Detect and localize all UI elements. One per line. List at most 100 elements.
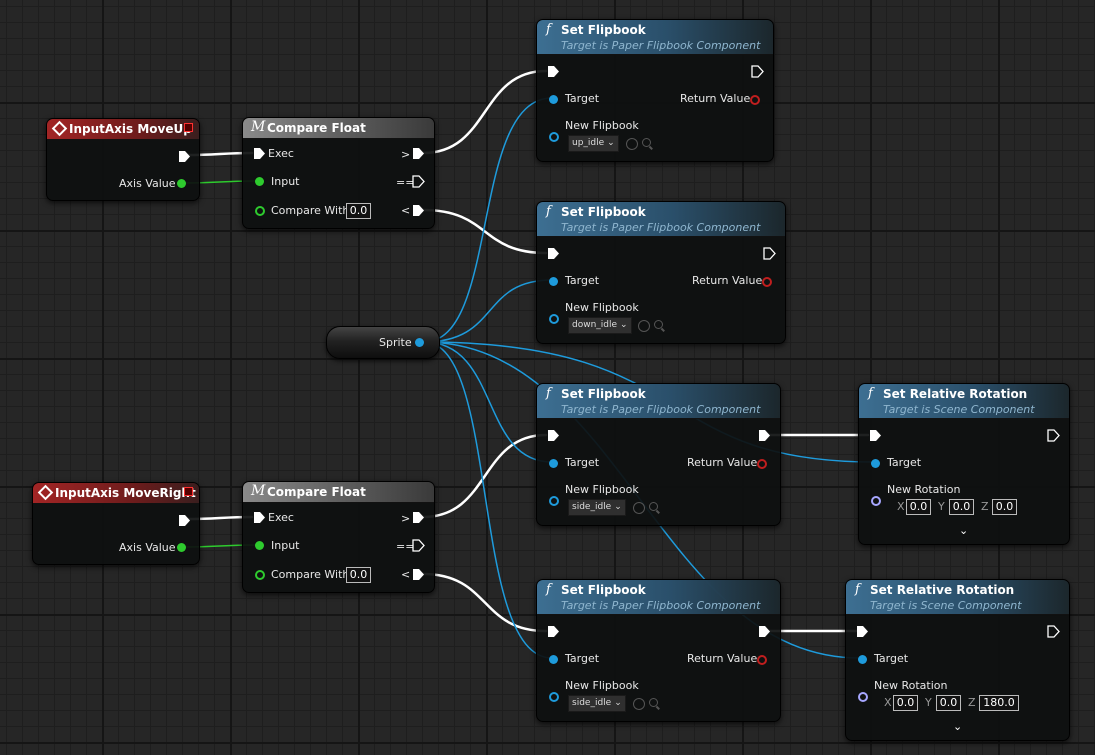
set-flipbook-node-2[interactable]: f Set Flipbook Target is Paper Flipbook … bbox=[536, 201, 786, 344]
target-pin[interactable] bbox=[858, 655, 867, 664]
return-value-pin[interactable] bbox=[750, 95, 760, 105]
exec-in-pin[interactable] bbox=[869, 429, 882, 442]
return-value-label: Return Value bbox=[687, 652, 758, 665]
compare-with-pin[interactable] bbox=[255, 206, 265, 216]
target-pin[interactable] bbox=[549, 95, 558, 104]
exec-in-pin[interactable] bbox=[547, 625, 560, 638]
set-relative-rotation-node-1[interactable]: f Set Relative Rotation Target is Scene … bbox=[858, 383, 1070, 545]
chevron-down-icon[interactable]: ⌄ bbox=[953, 720, 963, 733]
input-label: Input bbox=[271, 175, 300, 188]
flipbook-dropdown[interactable]: down_idle⌄ bbox=[568, 317, 632, 334]
set-flipbook-node-3[interactable]: f Set Flipbook Target is Paper Flipbook … bbox=[536, 383, 781, 526]
return-value-pin[interactable] bbox=[757, 459, 767, 469]
chevron-down-icon[interactable]: ⌄ bbox=[959, 524, 969, 537]
sprite-variable-node[interactable]: Sprite bbox=[326, 326, 440, 359]
new-flipbook-pin[interactable] bbox=[549, 314, 559, 324]
browse-icon[interactable] bbox=[642, 138, 651, 147]
flipbook-dropdown[interactable]: up_idle⌄ bbox=[568, 135, 619, 152]
exec-out-pin[interactable] bbox=[751, 65, 764, 78]
new-flipbook-pin[interactable] bbox=[549, 692, 559, 702]
axis-value-pin[interactable] bbox=[177, 543, 186, 552]
object-wire bbox=[423, 279, 553, 343]
exec-out-pin[interactable] bbox=[758, 429, 771, 442]
browse-icon[interactable] bbox=[649, 502, 658, 511]
eq-exec-pin[interactable] bbox=[412, 539, 425, 552]
node-title: Set Flipbook bbox=[561, 205, 646, 219]
flipbook-dropdown[interactable]: side_idle⌄ bbox=[568, 499, 626, 516]
set-flipbook-node-4[interactable]: f Set Flipbook Target is Paper Flipbook … bbox=[536, 579, 781, 722]
rotation-z-input[interactable]: 0.0 bbox=[992, 499, 1017, 515]
macro-header: M Compare Float bbox=[243, 118, 434, 139]
function-header: f Set Flipbook Target is Paper Flipbook … bbox=[537, 20, 773, 55]
new-flipbook-pin[interactable] bbox=[549, 496, 559, 506]
new-flipbook-label: New Flipbook bbox=[565, 301, 639, 314]
gt-label: > bbox=[401, 148, 411, 161]
set-relative-rotation-node-2[interactable]: f Set Relative Rotation Target is Scene … bbox=[845, 579, 1070, 741]
function-header: f Set Flipbook Target is Paper Flipbook … bbox=[537, 580, 780, 615]
use-selected-icon[interactable] bbox=[626, 138, 638, 150]
target-pin[interactable] bbox=[549, 655, 558, 664]
function-icon: f bbox=[868, 386, 873, 401]
flipbook-value: down_idle bbox=[572, 320, 618, 330]
exec-out-pin[interactable] bbox=[758, 625, 771, 638]
node-subtitle: Target is Paper Flipbook Component bbox=[561, 599, 761, 612]
exec-out-pin[interactable] bbox=[763, 247, 776, 260]
input-pin[interactable] bbox=[255, 177, 264, 186]
exec-in-pin[interactable] bbox=[253, 511, 266, 524]
event-node-moveright[interactable]: InputAxis MoveRight Axis Value bbox=[32, 482, 200, 565]
flipbook-dropdown[interactable]: side_idle⌄ bbox=[568, 695, 626, 712]
exec-out-pin[interactable] bbox=[178, 150, 191, 163]
exec-out-pin[interactable] bbox=[178, 514, 191, 527]
new-flipbook-pin[interactable] bbox=[549, 132, 559, 142]
exec-wire bbox=[421, 572, 548, 633]
return-value-pin[interactable] bbox=[757, 655, 767, 665]
function-header: f Set Relative Rotation Target is Scene … bbox=[859, 384, 1069, 419]
function-header: f Set Relative Rotation Target is Scene … bbox=[846, 580, 1069, 615]
event-node-moveup[interactable]: InputAxis MoveUp Axis Value bbox=[46, 118, 200, 201]
event-diamond-icon bbox=[37, 484, 54, 501]
exec-in-pin[interactable] bbox=[856, 625, 869, 638]
rotation-x-input[interactable]: 0.0 bbox=[906, 499, 931, 515]
compare-with-input[interactable]: 0.0 bbox=[346, 567, 371, 583]
exec-out-pin[interactable] bbox=[1047, 625, 1060, 638]
rotation-x-input[interactable]: 0.0 bbox=[893, 695, 918, 711]
return-value-pin[interactable] bbox=[762, 277, 772, 287]
set-flipbook-node-1[interactable]: f Set Flipbook Target is Paper Flipbook … bbox=[536, 19, 774, 162]
exec-in-pin[interactable] bbox=[547, 247, 560, 260]
exec-in-pin[interactable] bbox=[253, 147, 266, 160]
use-selected-icon[interactable] bbox=[633, 698, 645, 710]
rotation-y-input[interactable]: 0.0 bbox=[949, 499, 974, 515]
target-pin[interactable] bbox=[549, 459, 558, 468]
use-selected-icon[interactable] bbox=[633, 502, 645, 514]
rotation-z-input[interactable]: 180.0 bbox=[979, 695, 1019, 711]
compare-with-input[interactable]: 0.0 bbox=[346, 203, 371, 219]
compare-float-node-right[interactable]: M Compare Float Exec > Input == Compare … bbox=[242, 481, 435, 593]
axis-value-pin[interactable] bbox=[177, 179, 186, 188]
browse-icon[interactable] bbox=[654, 320, 663, 329]
gt-exec-pin[interactable] bbox=[412, 147, 425, 160]
exec-in-pin[interactable] bbox=[547, 429, 560, 442]
rotation-y-input[interactable]: 0.0 bbox=[936, 695, 961, 711]
lt-exec-pin[interactable] bbox=[412, 568, 425, 581]
compare-with-pin[interactable] bbox=[255, 570, 265, 580]
new-rotation-pin[interactable] bbox=[858, 692, 868, 702]
axis-value-label: Axis Value bbox=[119, 541, 176, 554]
new-rotation-pin[interactable] bbox=[871, 496, 881, 506]
sprite-out-pin[interactable] bbox=[415, 338, 424, 347]
browse-icon[interactable] bbox=[649, 698, 658, 707]
delegate-icon bbox=[184, 487, 193, 496]
use-selected-icon[interactable] bbox=[638, 320, 650, 332]
target-pin[interactable] bbox=[871, 459, 880, 468]
object-wire bbox=[423, 341, 553, 463]
node-subtitle: Target is Scene Component bbox=[870, 599, 1022, 612]
function-header: f Set Flipbook Target is Paper Flipbook … bbox=[537, 202, 785, 237]
target-pin[interactable] bbox=[549, 277, 558, 286]
eq-exec-pin[interactable] bbox=[412, 175, 425, 188]
gt-exec-pin[interactable] bbox=[412, 511, 425, 524]
exec-out-pin[interactable] bbox=[1047, 429, 1060, 442]
input-pin[interactable] bbox=[255, 541, 264, 550]
exec-in-pin[interactable] bbox=[547, 65, 560, 78]
compare-float-node-up[interactable]: M Compare Float Exec > Input == Compare … bbox=[242, 117, 435, 229]
lt-exec-pin[interactable] bbox=[412, 204, 425, 217]
